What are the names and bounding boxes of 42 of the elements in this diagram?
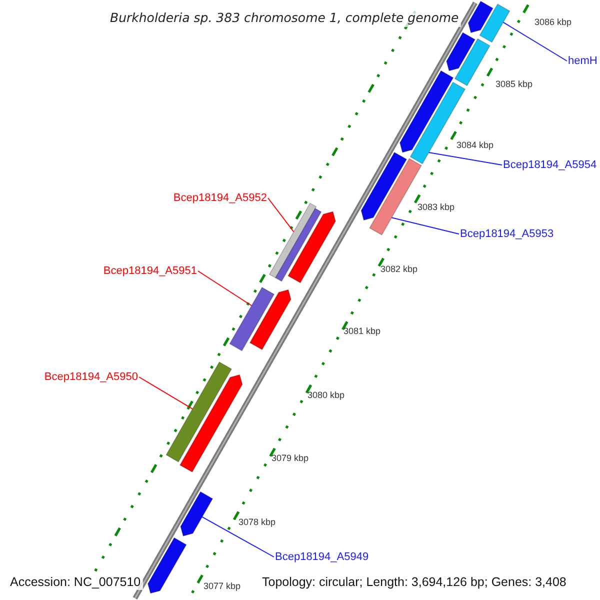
gene-bar [468, 0, 494, 34]
gene-bar [274, 208, 322, 282]
tick-label: 3077 kbp [203, 581, 241, 592]
gene-bar [147, 537, 187, 594]
footer-text: Topology: circular; Length: 3,694,126 bp; Genes: 3,408 [260, 574, 568, 590]
gene-bar [179, 374, 243, 473]
gene-bar [446, 32, 476, 72]
tick-label: 3083 kbp [417, 202, 455, 213]
leader-line [502, 22, 568, 62]
tick-label: 3085 kbp [495, 79, 533, 90]
gene-label: Bcep18194_A5954 [503, 158, 597, 172]
leader-line [391, 217, 460, 234]
tick-label: 3080 kbp [307, 390, 345, 401]
tick-label: 3082 kbp [380, 264, 418, 275]
gene-bar [360, 152, 408, 221]
leader-line [268, 198, 294, 232]
gene-bar [479, 4, 510, 43]
gene-bar [249, 289, 292, 350]
tick-label: 3081 kbp [343, 326, 381, 337]
gene-bar [180, 491, 214, 536]
leader-line [198, 270, 252, 306]
gene-bar [288, 211, 336, 284]
title: Burkholderia sp. 383 chromosome 1, complete genome [108, 9, 461, 27]
tick-label: 3079 kbp [271, 453, 309, 464]
tick-label: 3086 kbp [534, 17, 572, 28]
gene-bar [454, 38, 490, 86]
leader-line [428, 152, 502, 166]
gene-label: Bcep18194_A5949 [275, 550, 369, 564]
tick-label: 3078 kbp [238, 517, 276, 528]
gene-label: Bcep18194_A5953 [460, 227, 554, 241]
gene-bar [268, 202, 317, 278]
gene-bar [166, 361, 232, 462]
footer-text: Accession: NC_007510 [8, 574, 143, 590]
gene-label: Bcep18194_A5950 [44, 370, 138, 384]
tick-label: 3084 kbp [456, 140, 494, 151]
gene-label: Bcep18194_A5952 [173, 191, 267, 205]
leader-line [202, 516, 274, 558]
gene-bar [399, 70, 454, 153]
gene-label: Bcep18194_A5951 [103, 264, 197, 278]
gene-bar [229, 286, 275, 352]
gene-label: hemH [568, 54, 598, 68]
leader-line [138, 376, 194, 410]
